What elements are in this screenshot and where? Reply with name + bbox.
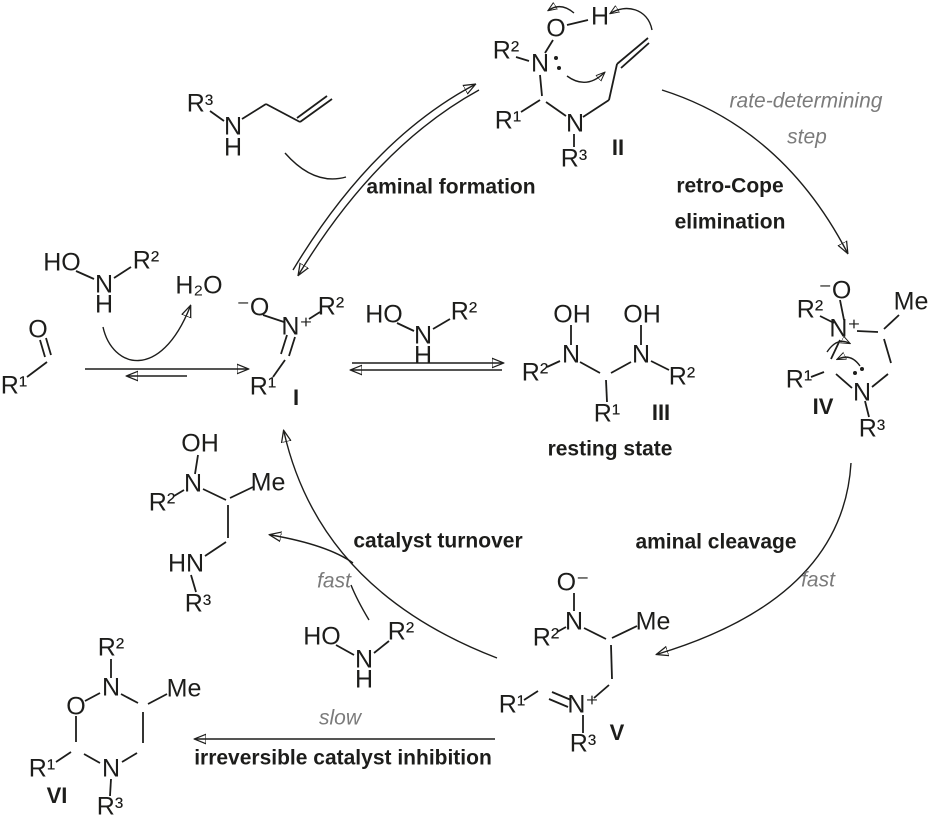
VI-N-bottom-label: N	[101, 754, 121, 783]
water-label: H₂O	[175, 271, 223, 300]
product-Me-label: Me	[250, 468, 286, 497]
IV-R3-label: R³	[858, 414, 886, 443]
aldehyde-R1-label: R¹	[0, 371, 28, 400]
III-N-right-label: N	[631, 340, 651, 369]
retro-cope-line2-label: elimination	[674, 210, 786, 234]
hydroxylamine-mid-N-label: N	[413, 321, 433, 350]
II-ring-N-label: N	[565, 109, 585, 138]
nitrone-I-N-label: N⁺	[281, 312, 313, 341]
bis-aminal-III-bonds	[546, 325, 670, 403]
VI-O-label: O	[66, 692, 86, 721]
fast-right-label: fast	[801, 568, 835, 592]
III-R2-right-label: R²	[668, 362, 696, 391]
allylamine-R3-label: R³	[186, 89, 214, 118]
V-R3-label: R³	[569, 729, 597, 758]
iminium-V-bonds	[523, 593, 638, 733]
III-N-left-label: N	[561, 340, 581, 369]
IV-O-label: ⁻O	[818, 276, 852, 305]
allylamine-bonds	[209, 95, 333, 123]
resting-state-equilibrium	[352, 318, 502, 370]
product-HN-label: HN	[167, 549, 205, 578]
aldehyde-condensation-bonds	[26, 266, 247, 377]
hydroxylamine-top-H-label: H	[94, 290, 114, 319]
hydroxylamine-top-HO-label: HO	[43, 248, 81, 277]
hydroxylamine-bottom-N-label: N	[354, 645, 374, 674]
II-R2-label: R²	[492, 36, 520, 65]
slow-label: slow	[318, 706, 362, 730]
VI-N-top-label: N	[101, 673, 121, 702]
rate-determining-line2-label: step	[787, 125, 827, 149]
II-N-label: N	[530, 49, 550, 78]
hydroxylamine-bottom-R2-label: R²	[387, 617, 415, 646]
IV-R1-label: R¹	[785, 365, 813, 394]
VI-R2-label: R²	[97, 633, 125, 662]
rate-determining-line1-label: rate-determining	[729, 89, 883, 113]
VI-roman-label: VI	[46, 783, 68, 808]
product-R3-label: R³	[184, 589, 212, 618]
IV-N-plus-label: N⁺	[829, 314, 861, 343]
aminal-formation-label: aminal formation	[366, 175, 536, 199]
allylamine-N-label: N	[223, 112, 243, 141]
III-R1-label: R¹	[593, 399, 621, 428]
V-Me-label: Me	[635, 607, 671, 636]
hydroxylamine-bottom-H-label: H	[354, 665, 374, 694]
aminal-II-bonds	[515, 7, 653, 147]
catalyst-turnover-label: catalyst turnover	[353, 529, 523, 553]
III-OH-left-label: OH	[553, 300, 591, 329]
fast-left-label: fast	[317, 569, 351, 593]
IV-Me-label: Me	[893, 287, 929, 316]
retro-cope-line1-label: retro-Cope	[676, 174, 784, 198]
oxazinane-VI-bonds	[55, 659, 168, 797]
nitrone-I-O-label: ⁻O	[236, 293, 270, 322]
V-R2-label: R²	[532, 623, 560, 652]
V-N-plus-label: N⁺	[567, 690, 599, 719]
III-R2-left-label: R²	[521, 358, 549, 387]
III-OH-right-label: OH	[623, 300, 661, 329]
resting-state-label: resting state	[547, 437, 673, 461]
catalyst-turnover-arrows	[271, 432, 498, 659]
hydroxylamine-bottom-bonds	[335, 640, 390, 656]
II-O-label: O	[546, 14, 566, 43]
hydroxylamine-top-N-label: N	[94, 270, 114, 299]
product-R2-label: R²	[148, 488, 176, 517]
nitrone-I-bonds	[262, 311, 321, 378]
nitrone-I-roman-label: I	[292, 385, 300, 410]
II-R3-label: R³	[560, 144, 588, 173]
product-OH-label: OH	[181, 429, 219, 458]
nitrone-I-R1-label: R¹	[249, 372, 277, 401]
V-roman-label: V	[609, 720, 625, 745]
product-N-label: N	[183, 469, 203, 498]
IV-R2-label: R²	[796, 295, 824, 324]
hydroxylamine-mid-H-label: H	[413, 341, 433, 370]
IV-roman-label: IV	[812, 394, 834, 419]
VI-R1-label: R¹	[28, 754, 56, 783]
cycloadduct-IV-bonds	[810, 299, 900, 418]
hydroxylamine-mid-HO-label: HO	[365, 300, 403, 329]
hydroxylamine-bottom-HO-label: HO	[303, 622, 341, 651]
V-R1-label: R¹	[498, 690, 526, 719]
aminal-cleavage-label: aminal cleavage	[635, 530, 797, 554]
II-R1-label: R¹	[494, 106, 522, 135]
VI-R3-label: R³	[96, 792, 124, 821]
IV-ring-N-label: N	[852, 378, 872, 407]
V-N-label: N	[564, 607, 584, 636]
II-roman-label: II	[611, 135, 625, 160]
turnover-product-bonds	[173, 454, 254, 593]
V-O-label: O⁻	[556, 568, 590, 597]
allylamine-H-label: H	[223, 133, 243, 162]
II-H-label: H	[590, 2, 610, 31]
nitrone-I-R2-label: R²	[317, 292, 345, 321]
hydroxylamine-mid-R2-label: R²	[450, 297, 478, 326]
irreversible-inhibition-label: irreversible catalyst inhibition	[194, 746, 492, 770]
aminal-cleavage-arrow	[658, 462, 852, 654]
VI-Me-label: Me	[166, 674, 202, 703]
aminal-formation-arrows	[284, 85, 480, 274]
hydroxylamine-top-R2-label: R²	[132, 246, 160, 275]
aldehyde-O-label: O	[28, 315, 48, 344]
retro-cope-arrow	[661, 89, 847, 252]
III-roman-label: III	[651, 400, 671, 425]
